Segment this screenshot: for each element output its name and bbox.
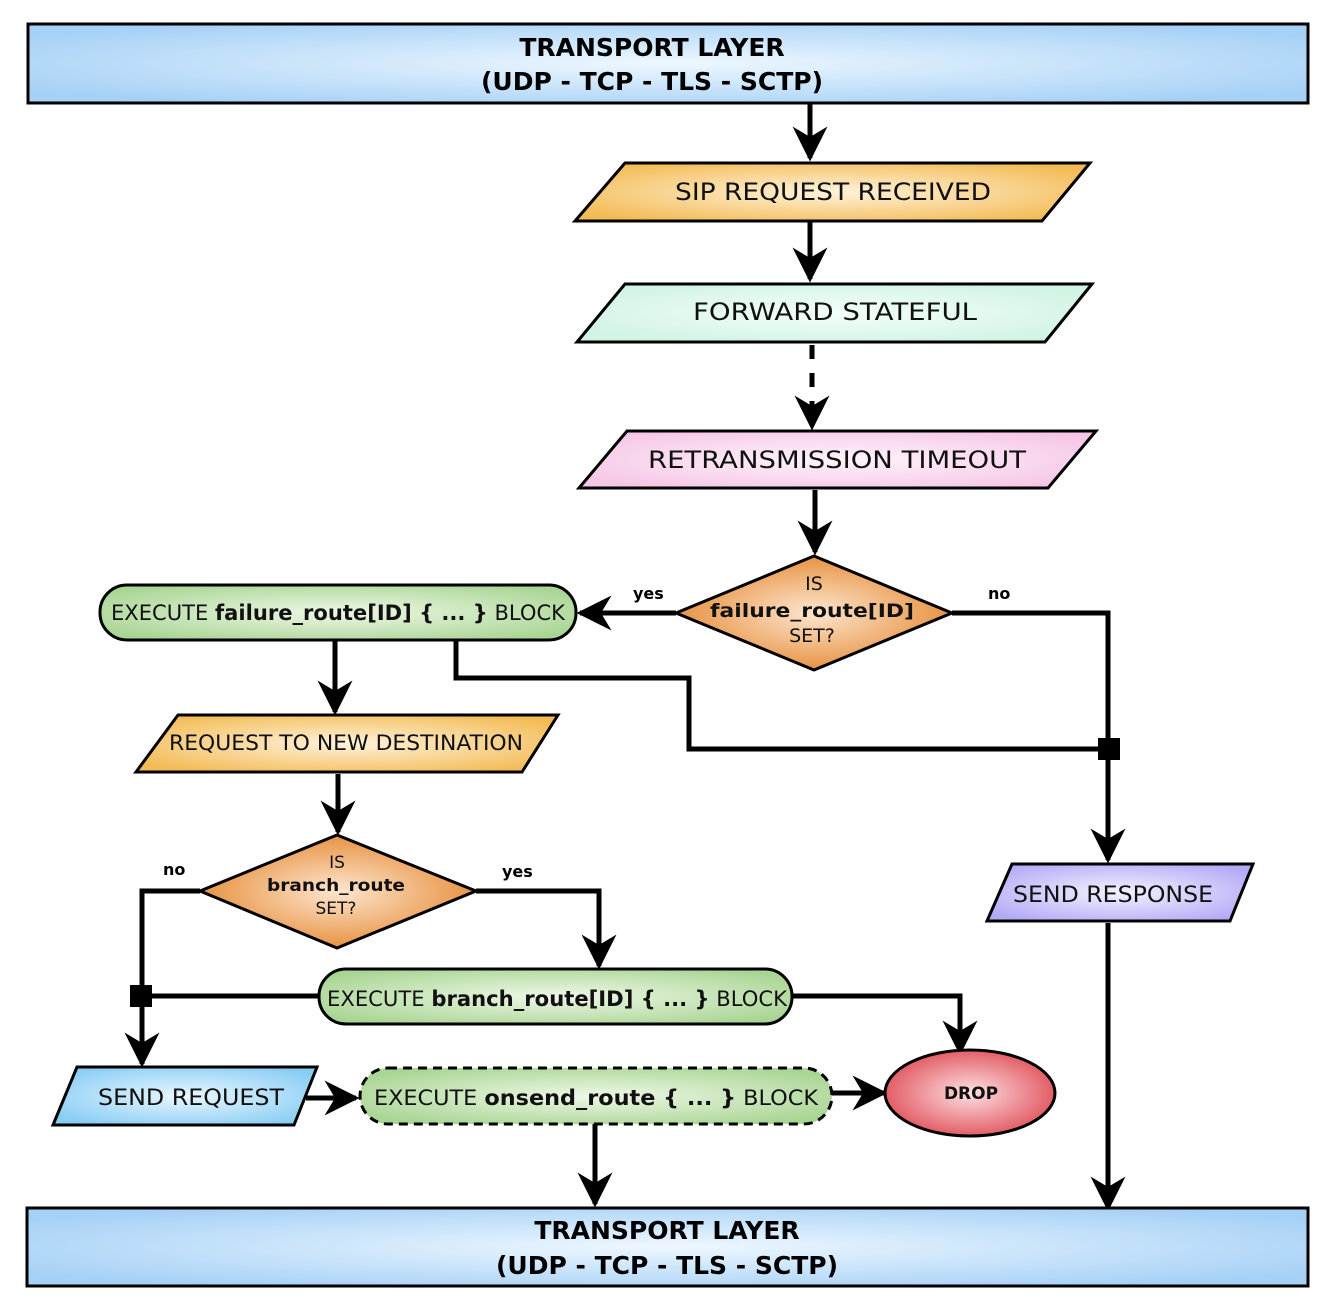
- branch-route-block: EXECUTE branch_route[ID] { ... } BLOCK: [317, 967, 794, 1026]
- transport-top-line2: (UDP - TCP - TLS - SCTP): [481, 67, 823, 96]
- edge-branch-no: [124, 888, 200, 1068]
- label-branch-yes: yes: [502, 862, 533, 881]
- send-request-label: SEND REQUEST: [98, 1086, 285, 1111]
- edges: [124, 104, 1126, 1212]
- label-failure-no: no: [988, 584, 1010, 603]
- branch-route-decision: IS branch_route SET?: [196, 833, 480, 950]
- onsend-block-suffix: BLOCK: [736, 1086, 819, 1110]
- edge-failure-block-to-junction: [453, 640, 1108, 752]
- transport-layer-bottom: TRANSPORT LAYER (UDP - TCP - TLS - SCTP): [25, 1206, 1310, 1288]
- branch-decision-line2: branch_route: [267, 876, 405, 896]
- onsend-block-code: onsend_route { ... }: [484, 1086, 736, 1110]
- branch-block-prefix: EXECUTE: [327, 987, 431, 1011]
- transport-top-line1: TRANSPORT LAYER: [519, 33, 784, 62]
- edge-failure-no: [952, 610, 1126, 864]
- forward-stateful-label: FORWARD STATEFUL: [693, 298, 978, 326]
- label-branch-no: no: [163, 860, 185, 879]
- failure-decision-line1: IS: [805, 573, 823, 595]
- onsend-route-block: EXECUTE onsend_route { ... } BLOCK: [358, 1066, 834, 1126]
- send-response-node: SEND RESPONSE: [984, 862, 1256, 923]
- failure-decision-line3: SET?: [789, 625, 835, 647]
- label-failure-yes: yes: [633, 584, 664, 603]
- failure-block-code: failure_route[ID] { ... }: [215, 601, 488, 625]
- branch-block-suffix: BLOCK: [710, 987, 789, 1011]
- forward-stateful-node: FORWARD STATEFUL: [573, 282, 1096, 344]
- edge-branch-yes: [476, 888, 617, 970]
- failure-decision-line2: failure_route[ID]: [710, 600, 914, 622]
- request-new-destination-label: REQUEST TO NEW DESTINATION: [169, 731, 523, 755]
- onsend-block-prefix: EXECUTE: [374, 1086, 484, 1110]
- edge-branch-block-to-drop: [792, 993, 978, 1056]
- send-request-node: SEND REQUEST: [50, 1065, 320, 1127]
- junction-right: [1098, 738, 1120, 760]
- transport-layer-top: TRANSPORT LAYER (UDP - TCP - TLS - SCTP): [26, 22, 1310, 105]
- retransmission-timeout-label: RETRANSMISSION TIMEOUT: [648, 446, 1026, 474]
- branch-block-label: EXECUTE branch_route[ID] { ... } BLOCK: [327, 987, 788, 1011]
- branch-decision-line1: IS: [329, 853, 345, 873]
- branch-decision-line3: SET?: [316, 899, 357, 919]
- branch-block-code: branch_route[ID] { ... }: [431, 987, 709, 1011]
- failure-route-block: EXECUTE failure_route[ID] { ... } BLOCK: [98, 583, 578, 642]
- failure-block-label: EXECUTE failure_route[ID] { ... } BLOCK: [111, 601, 566, 625]
- failure-block-prefix: EXECUTE: [111, 601, 215, 625]
- junction-left: [130, 985, 152, 1007]
- failure-block-suffix: BLOCK: [488, 601, 566, 625]
- onsend-block-label: EXECUTE onsend_route { ... } BLOCK: [374, 1086, 819, 1110]
- retransmission-timeout-node: RETRANSMISSION TIMEOUT: [575, 429, 1100, 490]
- transport-bottom-line2: (UDP - TCP - TLS - SCTP): [496, 1251, 838, 1280]
- sip-request-received-node: SIP REQUEST RECEIVED: [571, 161, 1094, 223]
- drop-label: DROP: [944, 1084, 998, 1104]
- sip-request-received-label: SIP REQUEST RECEIVED: [675, 178, 991, 206]
- request-new-destination-node: REQUEST TO NEW DESTINATION: [133, 713, 561, 774]
- failure-route-decision: IS failure_route[ID] SET?: [672, 554, 956, 672]
- transport-bottom-line1: TRANSPORT LAYER: [534, 1216, 799, 1245]
- send-response-label: SEND RESPONSE: [1013, 883, 1213, 908]
- drop-node: DROP: [883, 1048, 1057, 1138]
